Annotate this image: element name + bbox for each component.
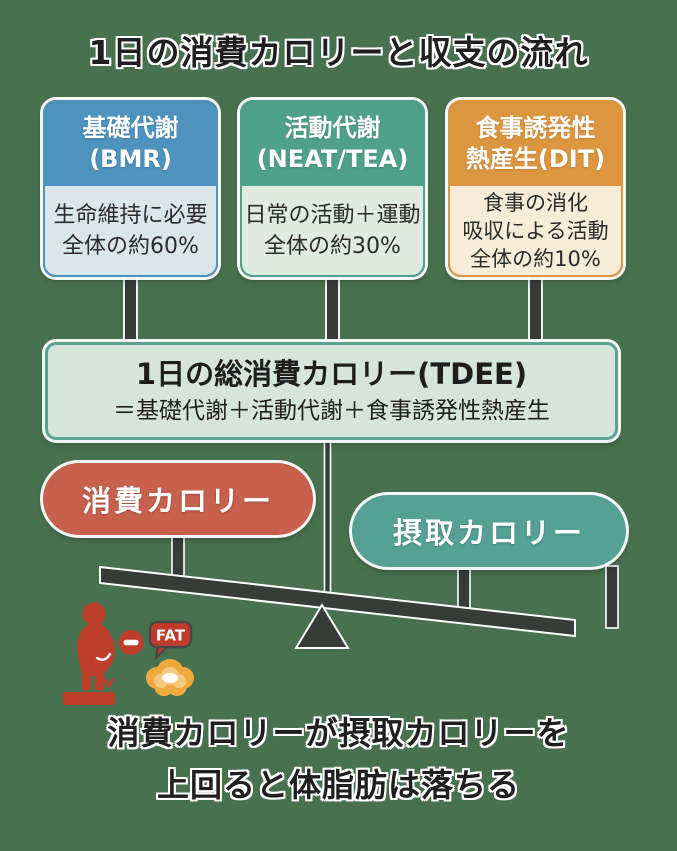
fulcrum-triangle <box>294 603 350 649</box>
bmr-box-body: 生命維持に必要 全体の約60% <box>45 186 216 275</box>
seesaw-illustration <box>99 440 619 649</box>
dit-box-header: 食事誘発性 熱産生(DIT) <box>450 102 621 186</box>
page-title: 1日の消費カロリーと収支の流れ <box>88 33 589 72</box>
tdee-formula: ＝基礎代謝＋活動代謝＋食事誘発性熱産生 <box>113 398 550 424</box>
fat-bubble-label: FAT <box>156 627 186 645</box>
right-pill-stem-right <box>605 565 619 629</box>
neat-box-body: 日常の活動＋運動 全体の約30% <box>242 186 423 275</box>
connector-dit-to-tdee <box>530 272 541 345</box>
bmr-body-line1: 生命維持に必要 <box>53 202 208 228</box>
bmr-header-line1: 基礎代謝 <box>82 114 179 142</box>
intake-calories-label: 摂取カロリー <box>392 516 585 550</box>
seesaw-beam <box>99 565 576 638</box>
neat-header-line1: 活動代謝 <box>284 114 381 142</box>
minus-icon <box>118 630 144 655</box>
burned-calories-label: 消費カロリー <box>81 484 274 518</box>
caption-line2: 上回ると体脂肪は落ちる <box>156 766 520 804</box>
bmr-box-header: 基礎代謝 (BMR) <box>45 102 216 186</box>
connector-neat-to-tdee <box>327 272 338 345</box>
neat-header-line2: (NEAT/TEA) <box>256 145 409 173</box>
person-on-scale-icon <box>63 602 115 705</box>
dit-header-line1: 食事誘発性 <box>475 114 596 142</box>
burned-calories-pill: 消費カロリー <box>43 463 313 535</box>
bmr-header-line2: (BMR) <box>89 145 172 173</box>
neat-body-line1: 日常の活動＋運動 <box>244 202 421 228</box>
dit-body-line2: 吸収による活動 <box>462 218 609 243</box>
caption-line1: 消費カロリーが摂取カロリーを <box>107 714 570 752</box>
bmr-box: 基礎代謝 (BMR) 生命維持に必要 全体の約60% <box>43 100 218 277</box>
dit-box: 食事誘発性 熱産生(DIT) 食事の消化 吸収による活動 全体の約10% <box>448 100 623 277</box>
right-pill-stem-left <box>457 565 471 613</box>
neat-body-line2: 全体の約30% <box>264 233 401 259</box>
neat-box-header: 活動代謝 (NEAT/TEA) <box>242 102 423 186</box>
left-pill-stem <box>171 534 185 582</box>
tdee-box: 1日の総消費カロリー(TDEE) ＝基礎代謝＋活動代謝＋食事誘発性熱産生 <box>45 342 618 440</box>
intake-calories-pill: 摂取カロリー <box>352 495 626 567</box>
tdee-title: 1日の総消費カロリー(TDEE) <box>135 357 528 391</box>
dit-box-body: 食事の消化 吸収による活動 全体の約10% <box>450 186 621 275</box>
bmr-body-line2: 全体の約60% <box>62 233 199 259</box>
dit-header-line2: 熱産生(DIT) <box>465 145 606 173</box>
neat-box: 活動代謝 (NEAT/TEA) 日常の活動＋運動 全体の約30% <box>240 100 425 277</box>
fat-speech-bubble: FAT <box>148 620 193 661</box>
fat-blob-icon <box>146 659 194 696</box>
dit-body-line3: 全体の約10% <box>470 246 601 271</box>
dit-body-line1: 食事の消化 <box>483 190 588 215</box>
seesaw-center-pole <box>323 440 332 609</box>
connector-bmr-to-tdee <box>125 272 136 345</box>
fat-loss-illustration: FAT <box>63 602 194 705</box>
